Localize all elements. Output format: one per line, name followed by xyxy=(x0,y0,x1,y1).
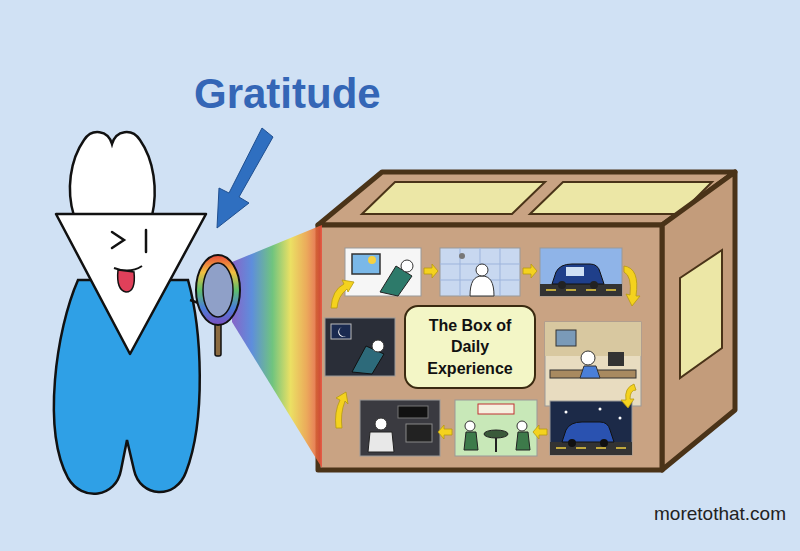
magnifier-part xyxy=(203,263,233,317)
panel-office-part xyxy=(580,366,600,378)
panel-office-part xyxy=(556,330,576,346)
panel-shower-part xyxy=(440,248,520,296)
flow-arrows-part xyxy=(424,264,438,278)
panel-dinner-part xyxy=(517,421,527,431)
panel-shower-part xyxy=(459,253,465,259)
panel-sleep-part xyxy=(372,340,384,352)
panel-sleep-part xyxy=(331,324,351,339)
flow-arrows-part xyxy=(438,425,452,439)
character-part xyxy=(118,270,135,292)
box-side xyxy=(662,172,735,470)
panel-drive-night-part xyxy=(565,411,568,414)
panel-drive-morning-part xyxy=(540,248,622,296)
panel-drive-night-part xyxy=(619,417,622,420)
panel-tv-part xyxy=(406,424,432,442)
panel-shower-part xyxy=(440,248,520,296)
panel-dinner-part xyxy=(516,432,530,450)
panel-drive-night-part xyxy=(568,439,576,447)
flow-arrows xyxy=(331,264,640,439)
panel-drive-night-part xyxy=(600,439,608,447)
panel-wake-up-part xyxy=(345,248,421,296)
panel-sleep xyxy=(325,318,395,376)
flow-arrows-part xyxy=(624,266,640,306)
panel-wake-up-part xyxy=(368,256,376,264)
panel-tv-part xyxy=(375,418,387,430)
panel-wake-up xyxy=(345,248,421,296)
panel-drive-morning-part xyxy=(546,289,616,291)
magnifier-part xyxy=(196,255,240,325)
panel-office-part xyxy=(608,352,624,366)
panel-drive-morning-part xyxy=(540,284,622,296)
panel-wake-up-part xyxy=(401,260,413,272)
panel-dinner-part xyxy=(495,438,497,452)
panel-drive-night-part xyxy=(550,401,632,455)
panel-office-part xyxy=(545,322,641,356)
panel-tv-part xyxy=(360,400,440,456)
panel-dinner-part xyxy=(455,400,537,456)
panel-office-part xyxy=(581,351,595,365)
panel-drive-morning-part xyxy=(552,264,604,284)
panel-drive-morning-part xyxy=(566,267,584,276)
character xyxy=(54,132,214,494)
panel-dinner xyxy=(455,400,537,456)
pointer-arrow-part xyxy=(217,128,273,228)
title-box: The Box of Daily Experience xyxy=(404,305,536,390)
panel-shower-part xyxy=(476,264,488,276)
box-top-part xyxy=(362,182,545,214)
character-part xyxy=(145,230,148,252)
panel-sleep-part xyxy=(325,318,395,376)
panel-drive-morning-part xyxy=(590,281,598,289)
panel-sleep-part xyxy=(338,327,346,337)
gratitude-beam xyxy=(232,225,322,468)
panel-drive-night xyxy=(550,401,632,455)
flow-arrows-part xyxy=(331,280,354,308)
character-part xyxy=(56,214,206,354)
panel-tv-part xyxy=(398,406,428,418)
pointer-arrow xyxy=(217,128,273,228)
panel-drive-night-part xyxy=(556,447,626,449)
box-label: The Box of Daily Experience xyxy=(414,315,526,380)
box-side-part xyxy=(662,172,735,470)
panel-tv-part xyxy=(368,432,394,452)
magnifier xyxy=(196,255,240,356)
panel-shower-part xyxy=(470,276,494,296)
panel-drive-night-part xyxy=(562,422,614,442)
box-front xyxy=(318,225,662,470)
character-part xyxy=(70,132,155,216)
character-part xyxy=(112,232,124,248)
panel-tv xyxy=(360,400,440,456)
gratitude-label: Gratitude xyxy=(194,70,381,118)
panel-drive-night-part xyxy=(599,408,602,411)
flow-arrows-part xyxy=(336,392,349,428)
panel-dinner-part xyxy=(465,421,475,431)
panel-drive-morning-part xyxy=(558,281,566,289)
box-front-part xyxy=(318,225,662,470)
panel-dinner-part xyxy=(484,430,508,438)
panel-dinner-part xyxy=(478,404,514,414)
panel-shower xyxy=(440,248,520,296)
watermark: moretothat.com xyxy=(654,503,786,525)
gratitude-beam-part xyxy=(232,225,322,468)
panel-drive-morning xyxy=(540,248,622,296)
panel-drive-night-part xyxy=(550,442,632,455)
flow-arrows-part xyxy=(621,384,636,408)
magnifier-part xyxy=(215,322,221,356)
flow-arrows-part xyxy=(523,264,537,278)
flow-arrows-part xyxy=(533,425,547,439)
panel-wake-up-part xyxy=(352,254,380,274)
box-side-part xyxy=(680,250,722,378)
panel-dinner-part xyxy=(464,432,478,450)
